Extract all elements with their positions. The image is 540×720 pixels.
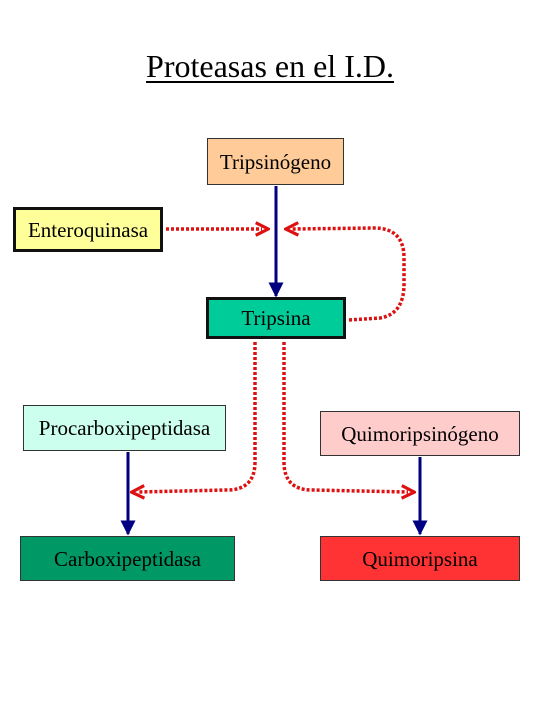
tripsina-autoactivation-arrow	[292, 228, 406, 322]
node-quimoripsina: Quimoripsina	[320, 536, 520, 581]
node-tripsina: Tripsina	[206, 297, 346, 339]
node-quimoripsinogeno: Quimoripsinógeno	[320, 411, 520, 456]
tripsina-to-procarboxipeptidasa-arrow	[138, 342, 257, 492]
node-carboxipeptidasa: Carboxipeptidasa	[20, 536, 235, 581]
page-title: Proteasas en el I.D.	[146, 48, 394, 84]
tripsina-to-quimoripsinogeno-arrow	[282, 342, 408, 492]
node-enteroquinasa: Enteroquinasa	[13, 207, 163, 252]
node-tripsinogeno: Tripsinógeno	[207, 138, 344, 185]
node-procarboxipeptidasa: Procarboxipeptidasa	[23, 405, 226, 451]
